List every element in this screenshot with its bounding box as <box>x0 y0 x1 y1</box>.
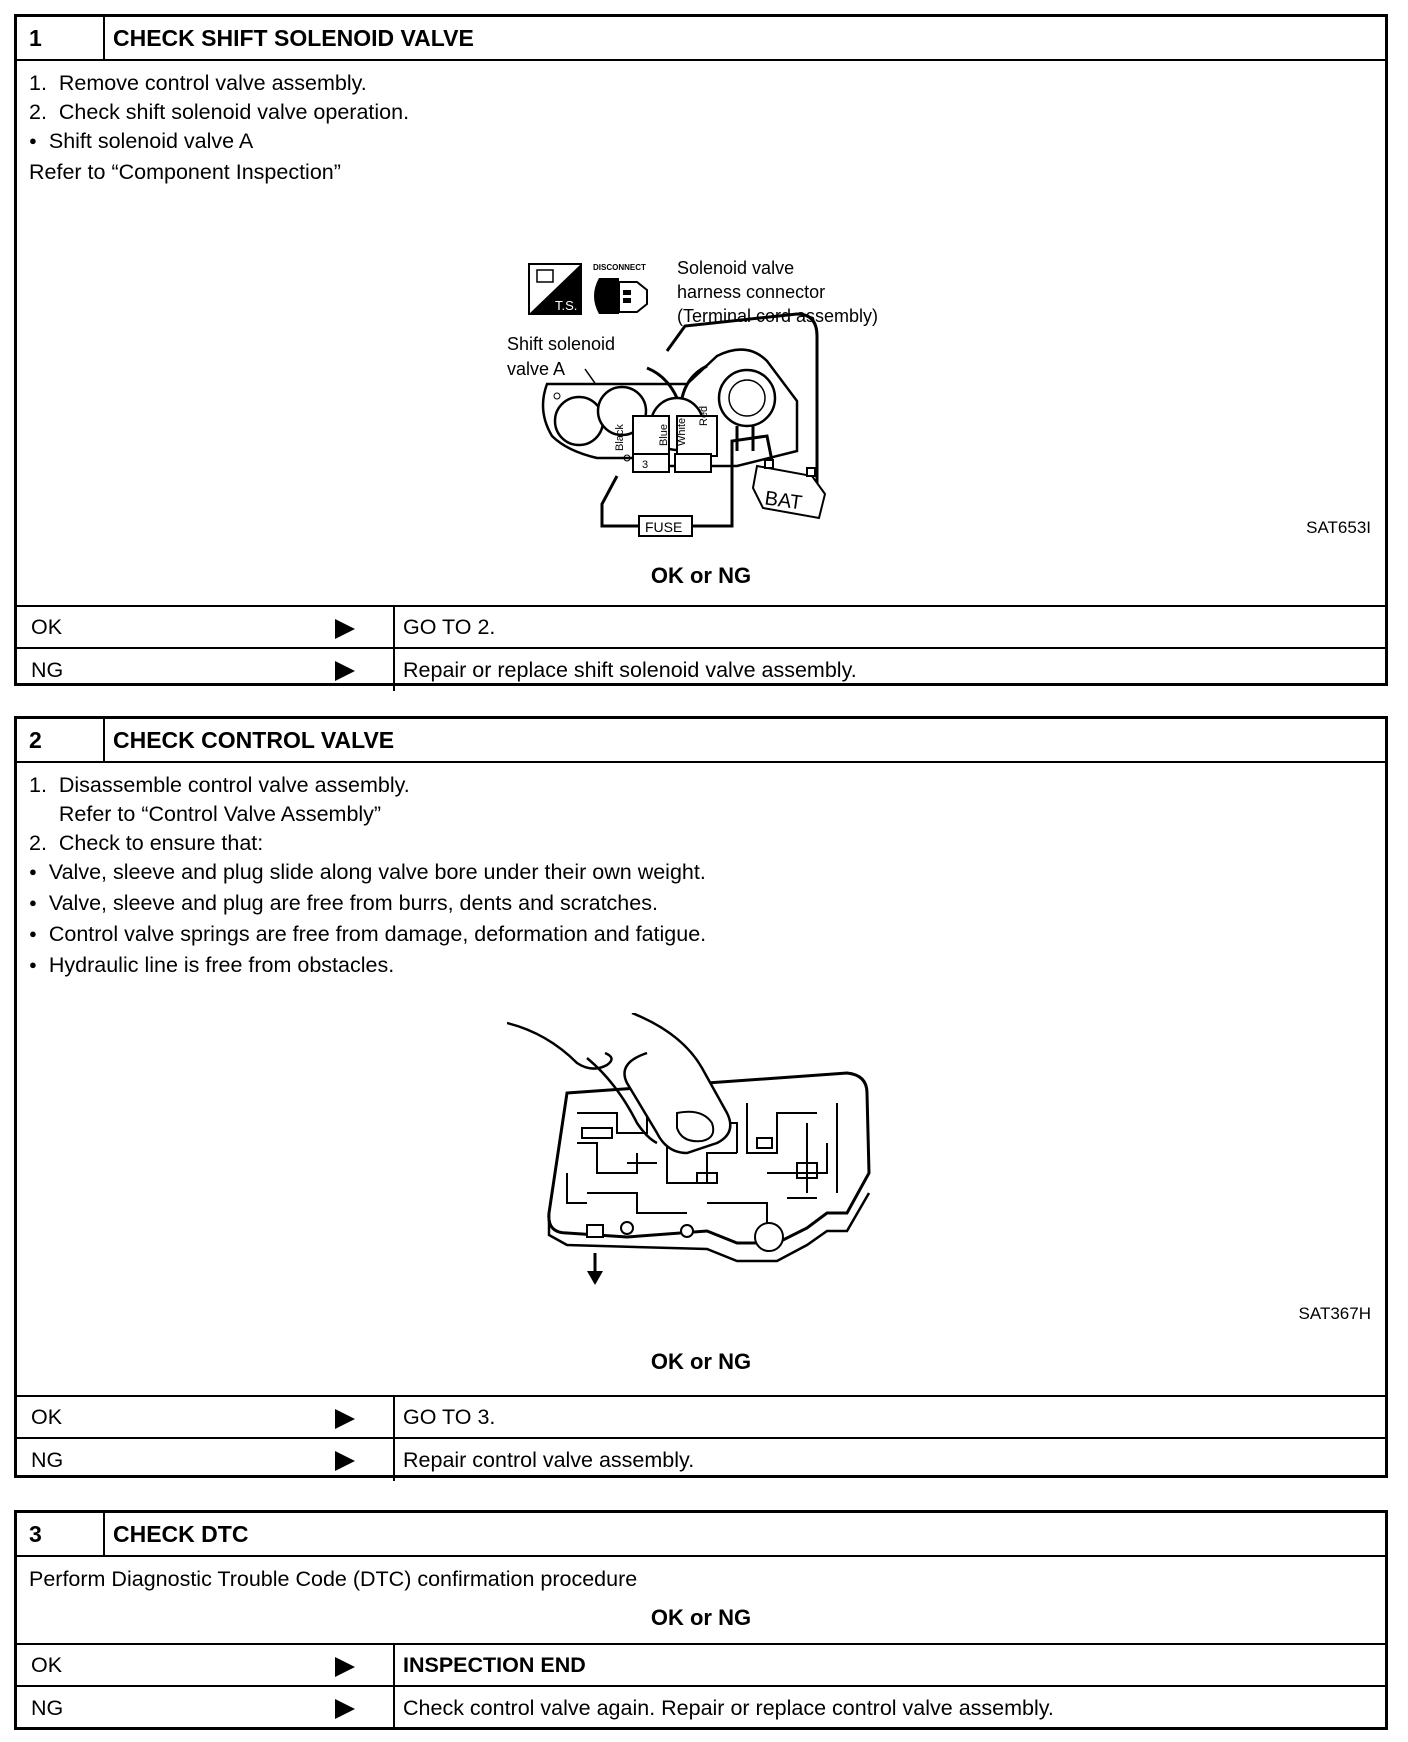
result-ok-row[interactable]: OK INSPECTION END <box>17 1645 1385 1687</box>
result-ok-row[interactable]: OK GO TO 3. <box>17 1397 1385 1439</box>
valve-label: valve A <box>507 359 565 379</box>
bullet-item: Shift solenoid valve A <box>29 127 1385 158</box>
result-action: Check control valve again. Repair or rep… <box>403 1695 1054 1720</box>
instruction-line: 2. Check to ensure that: <box>29 831 264 855</box>
step-title: CHECK DTC <box>113 1520 249 1547</box>
terminal-label: 3 <box>642 459 648 471</box>
result-action: Repair or replace shift solenoid valve a… <box>403 657 857 682</box>
instruction-line: 2. Check shift solenoid valve operation. <box>29 100 410 124</box>
result-label: NG <box>31 657 64 682</box>
result-label: NG <box>31 1695 64 1720</box>
result-label: NG <box>31 1447 64 1472</box>
battery-icon: BAT <box>751 459 827 520</box>
arrow-right-icon <box>335 1409 355 1429</box>
battery-label: BAT <box>763 487 803 514</box>
wire-label: Red <box>698 406 710 426</box>
wire-label: Black <box>614 424 626 451</box>
disconnect-icon: DISCONNECT <box>593 263 648 314</box>
ts-label: T.S. <box>555 298 577 313</box>
result-ng-row[interactable]: NG Repair control valve assembly. <box>17 1439 1385 1481</box>
connector-label: Solenoid valve <box>677 258 794 278</box>
result-action: GO TO 3. <box>403 1404 496 1429</box>
step-header: 3 CHECK DTC <box>17 1513 1385 1557</box>
connector-label: harness connector <box>677 282 825 302</box>
result-action: Repair control valve assembly. <box>403 1447 695 1472</box>
arrow-right-icon <box>335 1699 355 1719</box>
step-number: 3 <box>17 1513 105 1555</box>
step-number: 2 <box>17 719 105 761</box>
ok-or-ng-label: OK or NG <box>650 1605 752 1630</box>
arrow-right-icon <box>335 619 355 639</box>
bullet-item: Control valve springs are free from dama… <box>29 920 1385 951</box>
solenoid-test-diagram: T.S. DISCONNECT Solenoid valve harness c… <box>507 258 878 537</box>
step-body: 1. Disassemble control valve assembly. R… <box>17 763 1385 1397</box>
control-valve-illustration <box>507 1013 871 1285</box>
step-number: 1 <box>17 17 105 59</box>
ok-or-ng-label: OK or NG <box>650 1349 752 1374</box>
step-2-box: 2 CHECK CONTROL VALVE 1. Disassemble con… <box>14 716 1388 1481</box>
wire-label: White <box>676 418 688 446</box>
arrow-right-icon <box>335 1451 355 1471</box>
step-header: 2 CHECK CONTROL VALVE <box>17 719 1385 763</box>
figure-code: SAT367H <box>1298 1304 1371 1323</box>
step-title: CHECK CONTROL VALVE <box>113 726 395 753</box>
instruction-line: 1. Disassemble control valve assembly. <box>29 773 410 797</box>
ok-or-ng-label: OK or NG <box>650 563 752 588</box>
step-body: 1. Remove control valve assembly. 2. Che… <box>17 61 1385 607</box>
step-body: Perform Diagnostic Trouble Code (DTC) co… <box>17 1557 1385 1645</box>
result-label: OK <box>31 1652 63 1677</box>
result-ng-row[interactable]: NG Repair or replace shift solenoid valv… <box>17 649 1385 691</box>
arrow-right-icon <box>335 1657 355 1677</box>
step-header: 1 CHECK SHIFT SOLENOID VALVE <box>17 17 1385 61</box>
instruction-line: Refer to “Component Inspection” <box>29 160 341 184</box>
ts-icon: T.S. <box>528 263 582 315</box>
fuse-label: FUSE <box>645 519 682 535</box>
bullet-item: Valve, sleeve and plug slide along valve… <box>29 858 1385 889</box>
step-title: CHECK SHIFT SOLENOID VALVE <box>113 24 474 51</box>
instruction-line: Perform Diagnostic Trouble Code (DTC) co… <box>29 1567 638 1591</box>
figure-code: SAT653I <box>1306 518 1371 537</box>
result-action: GO TO 2. <box>403 614 496 639</box>
result-action: INSPECTION END <box>403 1652 586 1677</box>
step-3-box: 3 CHECK DTC Perform Diagnostic Trouble C… <box>14 1510 1388 1730</box>
instruction-line: Refer to “Control Valve Assembly” <box>29 802 382 826</box>
arrow-right-icon <box>335 661 355 681</box>
valve-label: Shift solenoid <box>507 334 615 354</box>
bullet-item: Valve, sleeve and plug are free from bur… <box>29 889 1385 920</box>
result-ok-row[interactable]: OK GO TO 2. <box>17 607 1385 649</box>
step-1-box: 1 CHECK SHIFT SOLENOID VALVE 1. Remove c… <box>14 14 1388 691</box>
wire-label: Blue <box>658 424 670 446</box>
result-label: OK <box>31 1404 63 1429</box>
result-label: OK <box>31 614 63 639</box>
result-ng-row[interactable]: NG Check control valve again. Repair or … <box>17 1687 1385 1729</box>
disconnect-label: DISCONNECT <box>593 263 646 272</box>
bullet-item: Hydraulic line is free from obstacles. <box>29 951 1385 982</box>
instruction-line: 1. Remove control valve assembly. <box>29 71 367 95</box>
